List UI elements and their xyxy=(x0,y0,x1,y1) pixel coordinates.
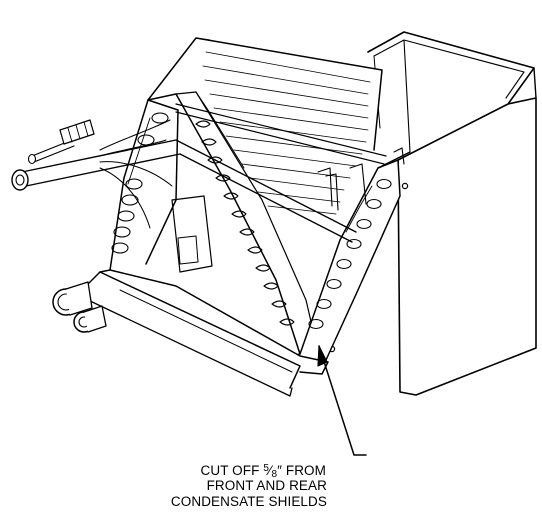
rear-coil xyxy=(147,37,383,215)
callout-line-1: CUT OFF 5⁄8″ FROM xyxy=(66,462,326,481)
callout-suffix: ″ FROM xyxy=(277,463,326,478)
fraction-slash: ⁄ xyxy=(269,462,272,478)
callout-prefix: CUT OFF xyxy=(200,463,264,478)
center-coil xyxy=(147,91,319,357)
left-coil xyxy=(99,99,213,273)
callout-leader xyxy=(317,345,367,456)
arrowhead-icon xyxy=(317,345,328,367)
drain-pan xyxy=(52,269,329,397)
right-coil xyxy=(299,151,411,361)
cabinet xyxy=(328,31,537,396)
callout-line-2: FRONT AND REAR xyxy=(206,478,327,493)
fraction-denominator: 8 xyxy=(271,469,278,480)
callout-line-3: CONDENSATE SHIELDS xyxy=(170,494,327,509)
fraction-numerator: 5 xyxy=(263,463,269,474)
refrigerant-lines xyxy=(11,103,405,243)
